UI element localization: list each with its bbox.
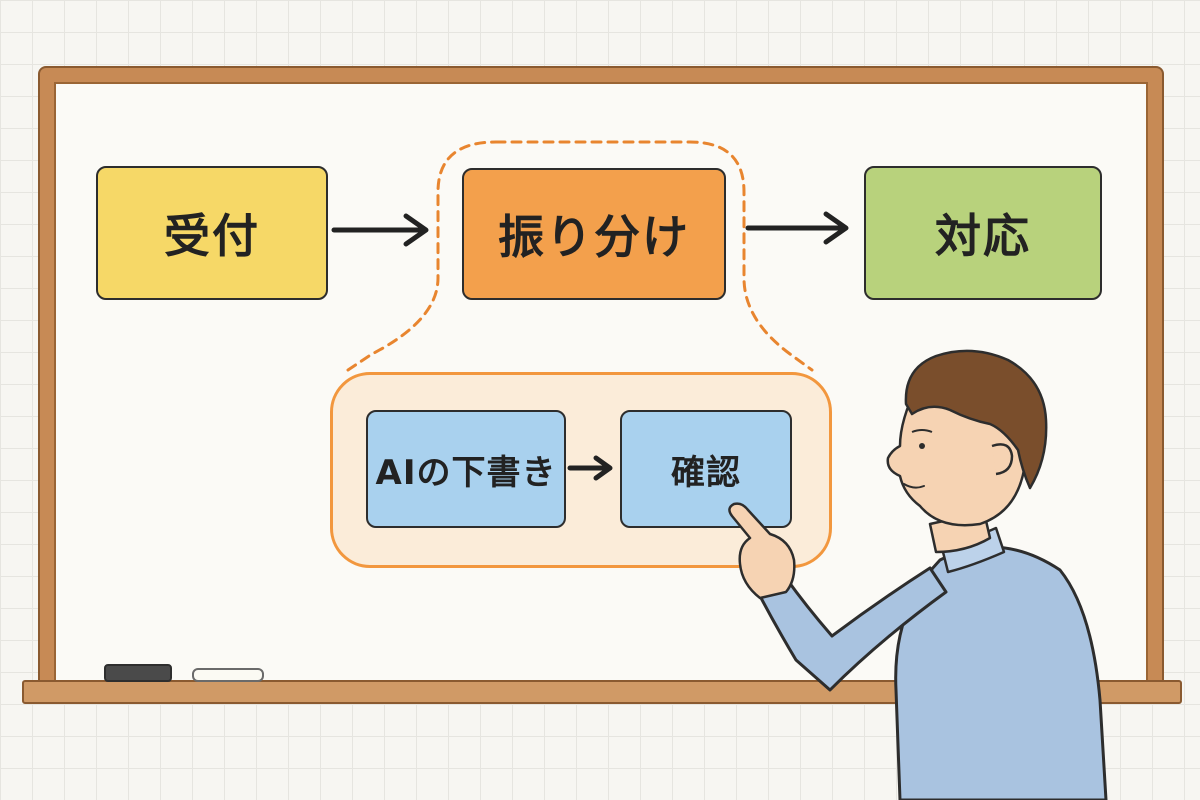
substep-ai-draft-label: AIの下書き <box>375 452 557 493</box>
arrow-icon <box>331 213 429 247</box>
step-handling: 対応 <box>864 166 1102 300</box>
arrow-icon <box>745 211 849 245</box>
substep-confirm-label: 確認 <box>671 452 741 493</box>
step-reception: 受付 <box>96 166 328 300</box>
step-sorting: 振り分け <box>462 168 726 300</box>
arrow-icon <box>567 455 613 481</box>
step-sorting-label: 振り分け <box>498 210 690 264</box>
step-reception-label: 受付 <box>164 209 260 263</box>
substep-ai-draft: AIの下書き <box>366 410 566 528</box>
substep-confirm: 確認 <box>620 410 792 528</box>
eraser <box>104 664 172 682</box>
marker <box>192 668 264 682</box>
step-handling-label: 対応 <box>935 209 1031 263</box>
